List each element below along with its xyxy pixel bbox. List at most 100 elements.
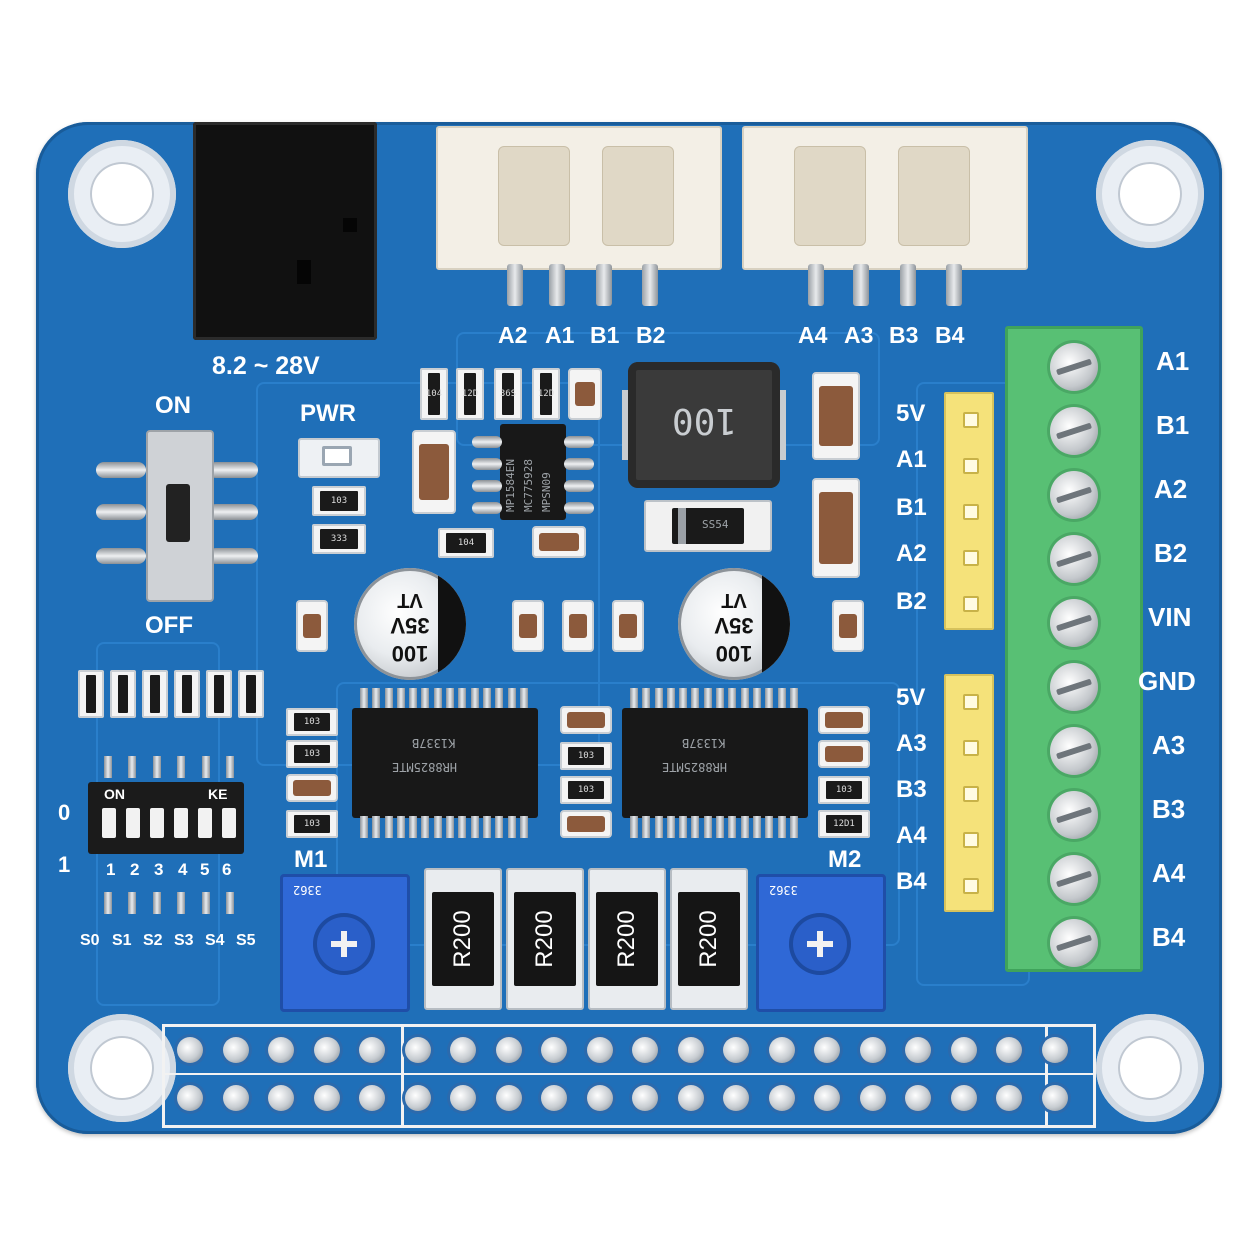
gpio-pin[interactable] — [495, 1037, 522, 1063]
smd-capacitor — [532, 526, 586, 558]
gpio-pin[interactable] — [996, 1037, 1022, 1063]
header-pin[interactable] — [963, 878, 979, 894]
dip-switch-3[interactable] — [150, 808, 164, 838]
gpio-pin[interactable] — [723, 1085, 749, 1111]
gpio-pin[interactable] — [905, 1085, 931, 1111]
dip-switch-4[interactable] — [174, 808, 188, 838]
current-pot-m2[interactable]: 3362 — [756, 874, 886, 1012]
gpio-pin[interactable] — [768, 1085, 795, 1111]
control-pin-header-2[interactable] — [944, 674, 994, 912]
gpio-pin[interactable] — [495, 1085, 522, 1111]
header-pin[interactable] — [963, 786, 979, 802]
header-pin[interactable] — [963, 504, 979, 520]
terminal-screw[interactable] — [1050, 919, 1098, 967]
s1-label: S1 — [112, 932, 132, 949]
gpio-pin[interactable] — [814, 1085, 840, 1111]
motor-connector-right[interactable] — [742, 126, 1028, 270]
terminal-label-b1: B1 — [1156, 410, 1190, 440]
terminal-screw[interactable] — [1050, 471, 1098, 519]
header-pin[interactable] — [963, 596, 979, 612]
gpio-pin[interactable] — [677, 1037, 704, 1063]
gpio-pin[interactable] — [814, 1037, 840, 1063]
smd-capacitor — [832, 600, 864, 652]
dip-number-5: 5 — [200, 860, 210, 879]
dip-switch-1[interactable] — [102, 808, 116, 838]
gpio-40-pin-header[interactable] — [162, 1024, 1096, 1128]
gpio-pin[interactable] — [723, 1037, 749, 1063]
gpio-pin[interactable] — [222, 1037, 249, 1063]
terminal-screw[interactable] — [1050, 663, 1098, 711]
gpio-pin[interactable] — [313, 1085, 340, 1111]
dip-switch-2[interactable] — [126, 808, 140, 838]
connector-slot — [498, 146, 570, 246]
current-pot-m1[interactable]: 3362 — [280, 874, 410, 1012]
gpio-pin[interactable] — [1041, 1085, 1068, 1111]
gpio-pin[interactable] — [313, 1037, 340, 1063]
smd-capacitor — [818, 706, 870, 734]
header-pin[interactable] — [963, 694, 979, 710]
dip-switch-6[interactable] — [222, 808, 236, 838]
switch-knob[interactable] — [166, 484, 190, 542]
gpio-pin[interactable] — [996, 1085, 1022, 1111]
terminal-screw[interactable] — [1050, 343, 1098, 391]
gpio-pin[interactable] — [541, 1085, 567, 1111]
gpio-pin[interactable] — [268, 1037, 294, 1063]
gpio-pin[interactable] — [677, 1085, 704, 1111]
gpio-pin[interactable] — [541, 1037, 567, 1063]
terminal-screw[interactable] — [1050, 407, 1098, 455]
gpio-pin[interactable] — [859, 1085, 886, 1111]
gpio-pin[interactable] — [222, 1085, 249, 1111]
terminal-label-b2: B2 — [1154, 538, 1188, 568]
header-pin[interactable] — [963, 740, 979, 756]
gpio-pin[interactable] — [632, 1037, 658, 1063]
smd-capacitor — [286, 774, 338, 802]
dip-switch[interactable]: ON KE — [88, 782, 244, 854]
jst-label-a4: A4 — [798, 322, 828, 348]
gpio-pin[interactable] — [177, 1037, 203, 1063]
gpio-pin[interactable] — [359, 1037, 385, 1063]
terminal-screw[interactable] — [1050, 535, 1098, 583]
gpio-pin[interactable] — [268, 1085, 294, 1111]
terminal-screw[interactable] — [1050, 855, 1098, 903]
dip-number-3: 3 — [154, 860, 164, 879]
ic-lead — [564, 458, 594, 470]
gpio-pin[interactable] — [404, 1037, 431, 1063]
gpio-pin[interactable] — [632, 1085, 658, 1111]
jack-contact — [343, 218, 357, 232]
header-pin[interactable] — [963, 832, 979, 848]
smd-resistor — [78, 670, 104, 718]
pot-dial[interactable] — [313, 913, 375, 975]
header1-label-5v: 5V — [896, 400, 926, 427]
header-pin[interactable] — [963, 550, 979, 566]
gpio-pin[interactable] — [768, 1037, 795, 1063]
dip-switch-5[interactable] — [198, 808, 212, 838]
screw-terminal-block[interactable] — [1005, 326, 1143, 972]
gpio-pin[interactable] — [586, 1085, 613, 1111]
terminal-screw[interactable] — [1050, 791, 1098, 839]
gpio-pin[interactable] — [450, 1085, 476, 1111]
pot-dial[interactable] — [789, 913, 851, 975]
gpio-pin[interactable] — [450, 1037, 476, 1063]
gpio-pin[interactable] — [404, 1085, 431, 1111]
smd-capacitor — [560, 810, 612, 838]
gpio-pin[interactable] — [950, 1037, 977, 1063]
gpio-pin[interactable] — [905, 1037, 931, 1063]
header-pin[interactable] — [963, 458, 979, 474]
gpio-pin[interactable] — [859, 1037, 886, 1063]
switch-lead — [96, 504, 146, 520]
smd-resistor: 104 — [438, 528, 494, 558]
switch-off-label: OFF — [145, 612, 193, 639]
gpio-pin[interactable] — [359, 1085, 385, 1111]
ic-pins — [360, 816, 528, 838]
motor-connector-left[interactable] — [436, 126, 722, 270]
control-pin-header-1[interactable] — [944, 392, 994, 630]
shunt-resistor: R200 — [424, 868, 502, 1010]
gpio-pin[interactable] — [586, 1037, 613, 1063]
gpio-pin[interactable] — [950, 1085, 977, 1111]
header-pin[interactable] — [963, 412, 979, 428]
terminal-screw[interactable] — [1050, 727, 1098, 775]
gpio-pin[interactable] — [1041, 1037, 1068, 1063]
gpio-pin[interactable] — [177, 1085, 203, 1111]
power-switch[interactable] — [146, 430, 214, 602]
terminal-screw[interactable] — [1050, 599, 1098, 647]
